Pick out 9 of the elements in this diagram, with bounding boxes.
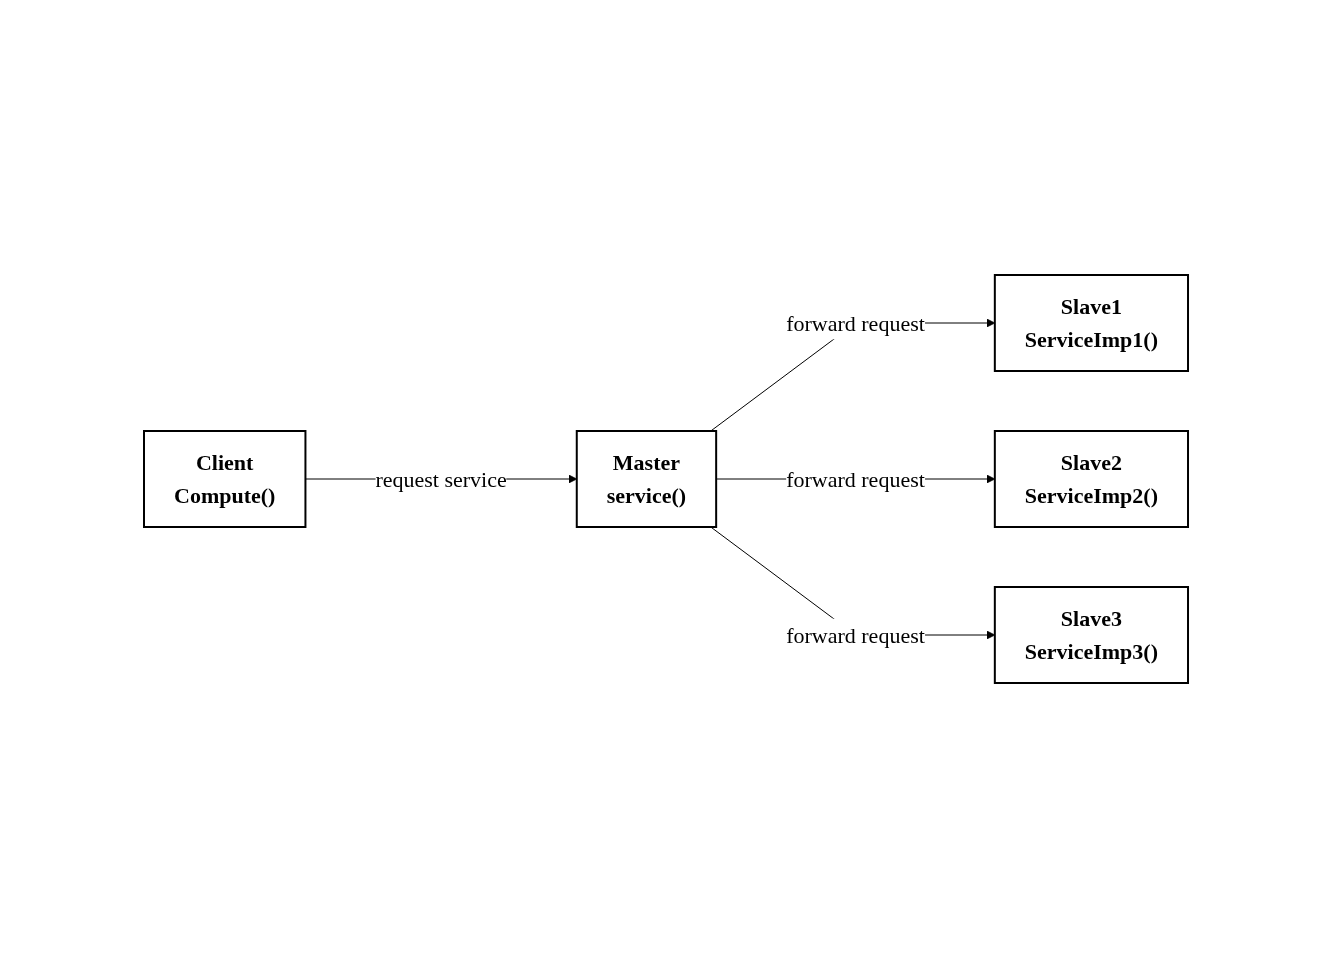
node-box: Client Compute() bbox=[143, 429, 307, 528]
edge-label: request service bbox=[375, 466, 507, 491]
node-box: Slave2 ServiceImp2() bbox=[993, 429, 1189, 528]
edge-label: forward request bbox=[786, 466, 925, 491]
edge-label: forward request bbox=[786, 622, 925, 647]
node-box: Slave3 ServiceImp3() bbox=[993, 585, 1189, 684]
node-box: Slave1 ServiceImp1() bbox=[993, 273, 1189, 372]
node-box: Master service() bbox=[575, 429, 718, 528]
edge-label: forward request bbox=[786, 310, 925, 335]
